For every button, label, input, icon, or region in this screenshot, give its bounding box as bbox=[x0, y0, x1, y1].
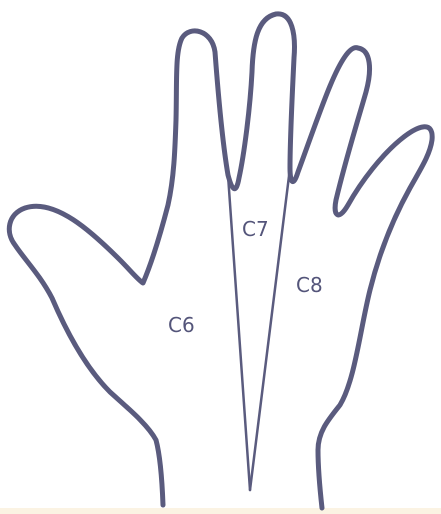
label-c7: C7 bbox=[242, 217, 269, 241]
paper-bottom-edge bbox=[0, 508, 441, 514]
label-c6: C6 bbox=[168, 313, 195, 337]
label-c8: C8 bbox=[296, 273, 323, 297]
hand-outline bbox=[9, 14, 432, 508]
